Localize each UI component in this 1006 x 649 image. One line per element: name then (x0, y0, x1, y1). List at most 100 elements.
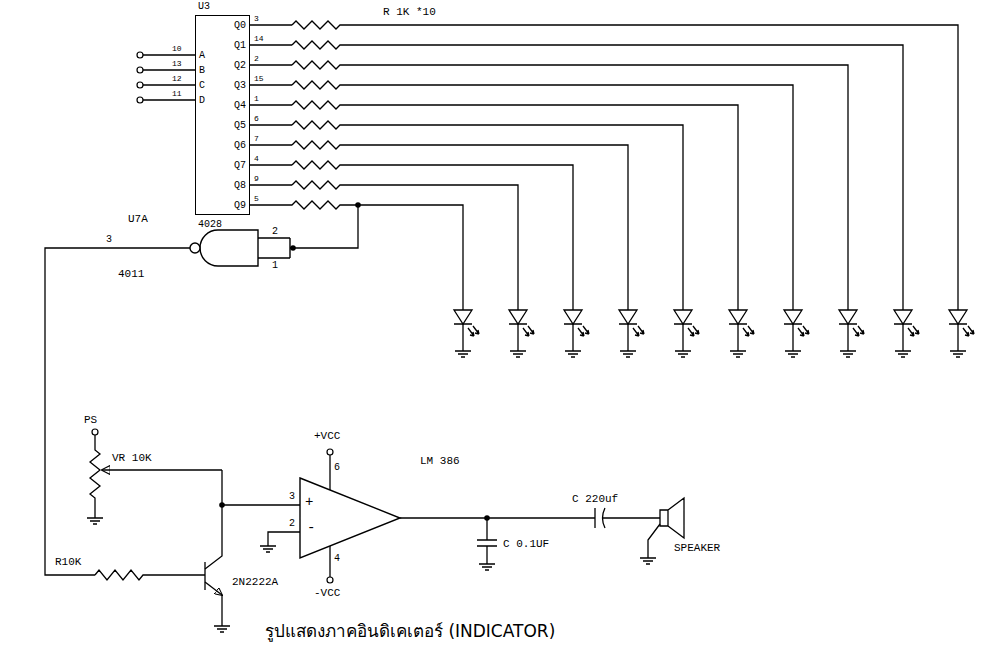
pin-number: 1 (272, 260, 278, 271)
led-symbol (729, 308, 754, 345)
component-label: C 220uf (572, 493, 618, 505)
transistor-symbol (204, 562, 205, 590)
pin-name: Q3 (234, 80, 246, 91)
supply-name: -VCC (314, 587, 340, 599)
wiper-arrow (102, 469, 222, 470)
output-wire (250, 145, 628, 308)
part-number: 4011 (118, 268, 144, 280)
supply-wire (329, 455, 330, 490)
junction-dot (290, 245, 296, 251)
led-symbol (949, 308, 974, 345)
input-terminal (137, 82, 143, 88)
part-number: 4028 (198, 219, 222, 230)
output-wire (250, 85, 793, 308)
output-wire (250, 165, 573, 308)
input-terminal (137, 52, 143, 58)
pin-number: 6 (254, 115, 259, 124)
pin-name: Q7 (234, 160, 246, 171)
pin-number: 2 (272, 226, 278, 237)
supply-terminal (92, 429, 98, 435)
capacitor-symbol (477, 518, 497, 558)
resistor-symbol (95, 570, 150, 580)
led-symbol (894, 308, 919, 345)
resistor-symbol (292, 61, 344, 69)
pin-number: 11 (172, 90, 182, 99)
pin-number: 6 (334, 462, 340, 473)
amplifier-triangle (300, 478, 400, 558)
ground-symbol (565, 345, 581, 357)
ground-symbol (87, 512, 103, 524)
transistor-symbol (205, 582, 222, 595)
pin-number: 5 (254, 195, 259, 204)
ic-chip-box: U3ABCDQ0Q1Q2Q3Q4Q5Q6Q7Q8Q94028 (195, 15, 250, 215)
nand-gate-outline (118, 222, 298, 274)
pin-name: Q0 (234, 20, 246, 31)
signal-wire (268, 532, 300, 540)
op-amp-outline (300, 478, 400, 558)
input-sign: + (305, 495, 313, 510)
transistor-symbol (205, 505, 222, 569)
supply-terminal (327, 577, 333, 583)
resistor-symbol (292, 21, 344, 29)
capacitor-symbol (595, 508, 660, 528)
resistor-symbol (292, 141, 344, 149)
component-label: 2N2222A (232, 576, 278, 588)
component-label: R10K (55, 556, 81, 568)
resistor-value: R 1K *10 (383, 6, 436, 18)
pin-number: 3 (254, 15, 259, 24)
pin-name: C (199, 80, 205, 91)
junction-dot (219, 502, 225, 508)
signal-wire (400, 517, 595, 518)
gate-pins (118, 238, 298, 258)
pin-name: Q5 (234, 120, 246, 131)
pin-number: 13 (172, 60, 182, 69)
output-wire (250, 65, 848, 308)
ground-symbol (479, 558, 495, 570)
component-label: SPEAKER (674, 542, 720, 554)
ground-symbol (260, 540, 276, 552)
resistor-symbol (292, 181, 344, 189)
ground-symbol (730, 345, 746, 357)
component-label: C 0.1UF (503, 538, 549, 550)
pin-number: 3 (106, 234, 112, 245)
signal-wire (222, 470, 300, 505)
ground-symbol (455, 345, 471, 357)
input-wire (143, 55, 195, 100)
led-symbol (509, 308, 534, 345)
resistor-symbol (292, 161, 344, 169)
gate-reference: U7A (128, 213, 148, 225)
pin-number: 4 (254, 155, 259, 164)
pin-name: Q2 (234, 60, 246, 71)
input-terminal (137, 97, 143, 103)
output-wire (358, 205, 463, 308)
chip-reference: U3 (198, 1, 210, 12)
ground-symbol (620, 345, 636, 357)
figure-caption: รูปแสดงภาคอินดิเคเตอร์ (INDICATOR) (265, 622, 555, 641)
ground-symbol (840, 345, 856, 357)
pin-name: B (199, 65, 205, 76)
nand-gate: U7A4011 (118, 222, 298, 274)
output-wire (250, 25, 958, 308)
resistor-symbol (292, 121, 344, 129)
component-label: VR 10K (112, 452, 152, 464)
supply-name: +VCC (314, 430, 340, 442)
pin-number: 4 (334, 553, 340, 564)
ground-symbol (950, 345, 966, 357)
ground-symbol (785, 345, 801, 357)
input-terminal (137, 67, 143, 73)
pin-number: 14 (254, 35, 264, 44)
signal-wire (150, 574, 205, 575)
supply-wire (329, 546, 330, 577)
signal-wire (45, 248, 118, 575)
pin-number: 15 (254, 75, 264, 84)
pin-number: 2 (289, 518, 295, 529)
signal-wire (221, 595, 222, 620)
led-symbol (619, 308, 644, 345)
pin-number: 2 (254, 55, 259, 64)
pin-name: Q6 (234, 140, 246, 151)
pin-number: 12 (172, 75, 182, 84)
output-wire (250, 105, 738, 308)
pin-number: 1 (254, 95, 259, 104)
output-wire (250, 125, 683, 308)
